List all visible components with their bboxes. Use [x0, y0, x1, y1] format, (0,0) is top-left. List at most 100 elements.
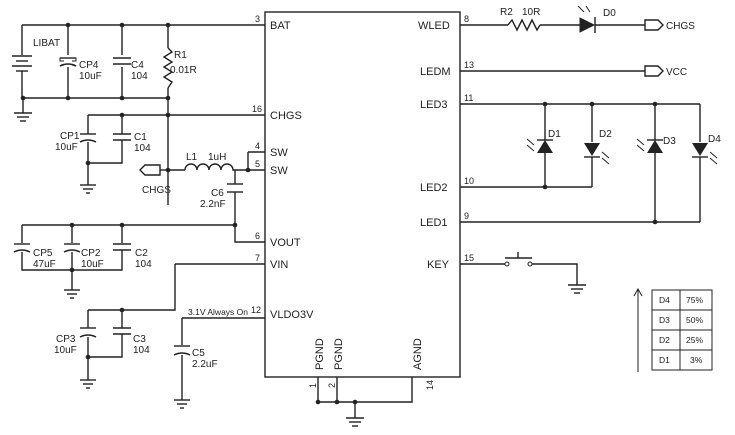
capacitor-cp5-value: 47uF	[33, 259, 56, 270]
capacitor-cp4-symbol	[59, 55, 77, 67]
capacitor-c3-symbol	[113, 327, 131, 337]
resistor-r1-value: 0.01R	[170, 65, 197, 76]
ground-battery-symbol	[14, 112, 32, 122]
capacitor-cp1-symbol	[79, 133, 97, 143]
pin-sw5-number: 5	[255, 159, 260, 169]
pin-pgnd1-number: 1	[308, 383, 318, 388]
capacitor-cp4-ref: CP4	[79, 60, 99, 71]
ground-vin-symbol	[80, 379, 96, 389]
led-d4-label: D4	[708, 134, 721, 145]
vin-net	[85, 263, 265, 380]
sw-net	[160, 151, 265, 243]
key-switch-symbol	[460, 252, 586, 294]
capacitor-c6-symbol	[227, 183, 243, 193]
capacitor-c4-value: 104	[131, 71, 148, 82]
led-d4-symbol	[692, 143, 718, 165]
led3-net	[460, 101, 701, 142]
resistor-r1-ref: R1	[174, 50, 187, 61]
led2-net	[460, 153, 593, 190]
bat-net	[20, 22, 265, 205]
capacitor-c5-value: 2.2uF	[192, 359, 218, 370]
vldo-net	[181, 317, 265, 400]
led-d1-label: D1	[548, 129, 561, 140]
inductor-l1-value: 1uH	[208, 152, 226, 163]
capacitor-cp3-symbol	[79, 327, 97, 338]
capacitor-cp1-value: 10uF	[55, 142, 78, 153]
led-d3-symbol	[636, 138, 663, 153]
capacitor-c1-value: 104	[134, 143, 151, 154]
wled-net	[460, 17, 645, 33]
pin-chgs-number: 16	[252, 104, 262, 114]
capacitor-c1-symbol	[87, 133, 131, 144]
capacitor-cp3-value: 10uF	[54, 345, 77, 356]
capacitor-cp5-ref: CP5	[33, 248, 53, 259]
vcc-port-symbol	[644, 65, 664, 77]
chgs-port-right-label: CHGS	[666, 21, 695, 32]
pin-led2-label: LED2	[420, 182, 448, 194]
capacitor-cp4-value: 10uF	[79, 71, 102, 82]
led-d3-label: D3	[663, 136, 676, 147]
pin-sw4-label: SW	[270, 147, 288, 159]
pin-agnd-label: AGND	[412, 338, 424, 370]
capacitor-c3-value: 104	[133, 345, 150, 356]
pin-sw4-number: 4	[255, 141, 260, 151]
pin-vldo-number: 12	[251, 305, 261, 315]
chgs-port-left-symbol	[139, 164, 161, 176]
capacitor-c4-symbol	[113, 55, 131, 67]
pin-led3-number: 11	[464, 93, 473, 103]
pin-wled-label: WLED	[418, 20, 450, 32]
capacitor-c6-ref: C6	[211, 188, 224, 199]
chgs-port-right-symbol	[644, 19, 664, 31]
pin-pgnd1-label: PGND	[314, 338, 326, 370]
ground-cp1-symbol	[80, 184, 96, 194]
led-d1-symbol	[526, 138, 553, 153]
pin-bat-label: BAT	[270, 20, 291, 32]
capacitor-c2-symbol	[113, 243, 131, 252]
led-d0-label: D0	[603, 8, 616, 19]
pin-vout-label: VOUT	[270, 237, 301, 249]
level-row-2-led: D3	[659, 315, 670, 325]
vout-net	[21, 222, 238, 290]
led-d0-emission-icon	[577, 5, 591, 13]
pin-led1-label: LED1	[420, 217, 448, 229]
pin-vin-label: VIN	[270, 259, 288, 271]
ground-vout-symbol	[64, 289, 80, 299]
ic-body	[264, 11, 461, 378]
level-row-4-pct: 3%	[690, 355, 703, 365]
level-row-3-led: D2	[659, 335, 670, 345]
pin-wled-number: 8	[464, 14, 469, 24]
capacitor-c2-ref: C2	[135, 248, 148, 259]
capacitor-cp2-value: 10uF	[81, 259, 104, 270]
capacitor-cp3-ref: CP3	[56, 334, 76, 345]
inductor-l1-ref: L1	[186, 152, 198, 163]
capacitor-c3-ref: C3	[133, 334, 146, 345]
brightness-level-table	[633, 287, 713, 372]
pin-pgnd2-number: 2	[327, 383, 337, 388]
pin-led1-number: 9	[464, 211, 469, 221]
pin-vout-number: 6	[255, 231, 260, 241]
pin-sw5-label: SW	[270, 165, 288, 177]
level-row-4-led: D1	[659, 355, 670, 365]
inductor-l1-symbol	[184, 163, 235, 171]
pin-vin-number: 7	[255, 253, 260, 263]
capacitor-c5-symbol	[173, 345, 191, 356]
vldo-note: 3.1V Always On	[188, 307, 248, 317]
pin-ledm-label: LEDM	[420, 66, 451, 78]
capacitor-c6-value: 2.2nF	[200, 199, 226, 210]
level-row-1-led: D4	[659, 295, 670, 305]
level-row-1-pct: 75%	[686, 295, 703, 305]
chgs-net	[85, 112, 265, 185]
pin-led3-label: LED3	[420, 99, 448, 111]
pin-vldo-label: VLDO3V	[270, 309, 314, 321]
pin-key-label: KEY	[427, 259, 450, 271]
pin-key-number: 15	[464, 253, 474, 263]
led-d2-symbol	[584, 143, 610, 165]
capacitor-cp5-symbol	[13, 243, 31, 253]
pin-agnd-number: 14	[425, 380, 435, 390]
chgs-port-left-label: CHGS	[142, 185, 171, 196]
battery-libat-symbol	[12, 55, 32, 78]
battery-libat-label: LIBAT	[33, 38, 60, 49]
capacitor-c2-value: 104	[135, 259, 152, 270]
pin-pgnd2-label: PGND	[333, 338, 345, 370]
capacitor-c1-ref: C1	[134, 132, 147, 143]
